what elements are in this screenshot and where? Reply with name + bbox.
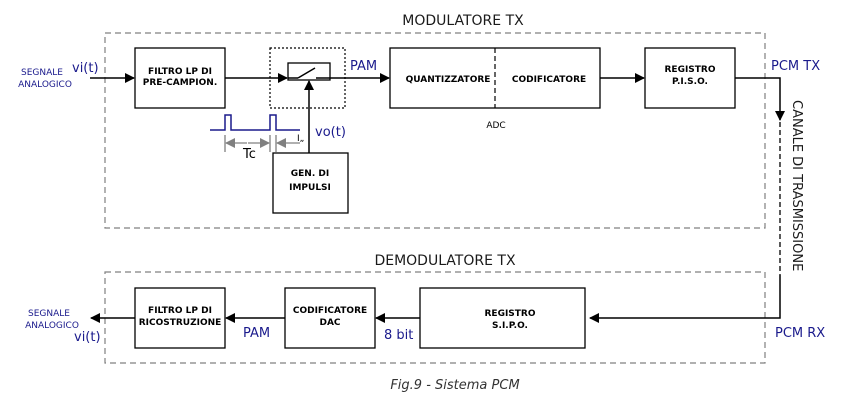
prefilter-label-2: PRE-CAMPION. [143, 78, 217, 88]
demod-output-signal: vi(t) [74, 330, 101, 345]
piso-label-2: P.I.S.O. [672, 77, 708, 87]
mod-input-label-1: SEGNALE [21, 68, 63, 78]
figure-caption: Fig.9 - Sistema PCM [390, 378, 519, 393]
prefilter-label-1: FILTRO LP DI [148, 67, 212, 77]
modulator-frame [104, 32, 766, 229]
switch-icon [297, 67, 316, 79]
sipo-register-block [419, 287, 586, 349]
prefilter-block [134, 47, 226, 109]
pulse-width-label: Ι„ [297, 134, 304, 144]
pam-label: PAM [350, 59, 377, 74]
pcm-tx-label: PCM TX [771, 59, 820, 74]
dac-label-2: DAC [319, 318, 340, 328]
sipo-label-1: REGISTRO [484, 309, 535, 319]
dac-block [284, 287, 376, 349]
demodulator-title: DEMODULATORE TX [374, 253, 516, 269]
modulator-title: MODULATORE TX [402, 13, 524, 29]
adc-label: ADC [486, 121, 505, 131]
coder-label: CODIFICATORE [512, 75, 586, 85]
pulse-gen-label-2: IMPULSI [289, 183, 331, 193]
quantizer-label: QUANTIZZATORE [406, 75, 491, 85]
pcm-rx-label: PCM RX [775, 326, 825, 341]
mod-input-label-2: ANALOGICO [18, 80, 72, 90]
pulse-train-waveform [210, 114, 300, 131]
channel-label: CANALE DI TRASMISSIONE [789, 100, 804, 271]
recon-filter-label-1: FILTRO LP DI [148, 306, 212, 316]
demod-pam-label: PAM [243, 326, 270, 341]
pcm-tx-arrow [735, 77, 785, 121]
mod-input-signal: vi(t) [72, 61, 99, 76]
sipo-label-2: S.I.P.O. [492, 321, 528, 331]
piso-label-1: REGISTRO [664, 65, 715, 75]
pulse-gen-label-1: GEN. DI [291, 169, 329, 179]
reconstruction-filter-block [134, 287, 226, 349]
demod-output-label-2: ANALOGICO [25, 321, 79, 331]
pulse-signal-label: vo(t) [315, 125, 346, 140]
dac-label-1: CODIFICATORE [293, 306, 367, 316]
period-label: Tc [242, 147, 256, 162]
pcm-rx-arrow [589, 275, 781, 323]
bits-label: 8 bit [384, 328, 413, 343]
demod-output-label-1: SEGNALE [28, 309, 70, 319]
pulse-generator-block [272, 152, 349, 214]
recon-filter-label-2: RICOSTRUZIONE [139, 318, 222, 328]
